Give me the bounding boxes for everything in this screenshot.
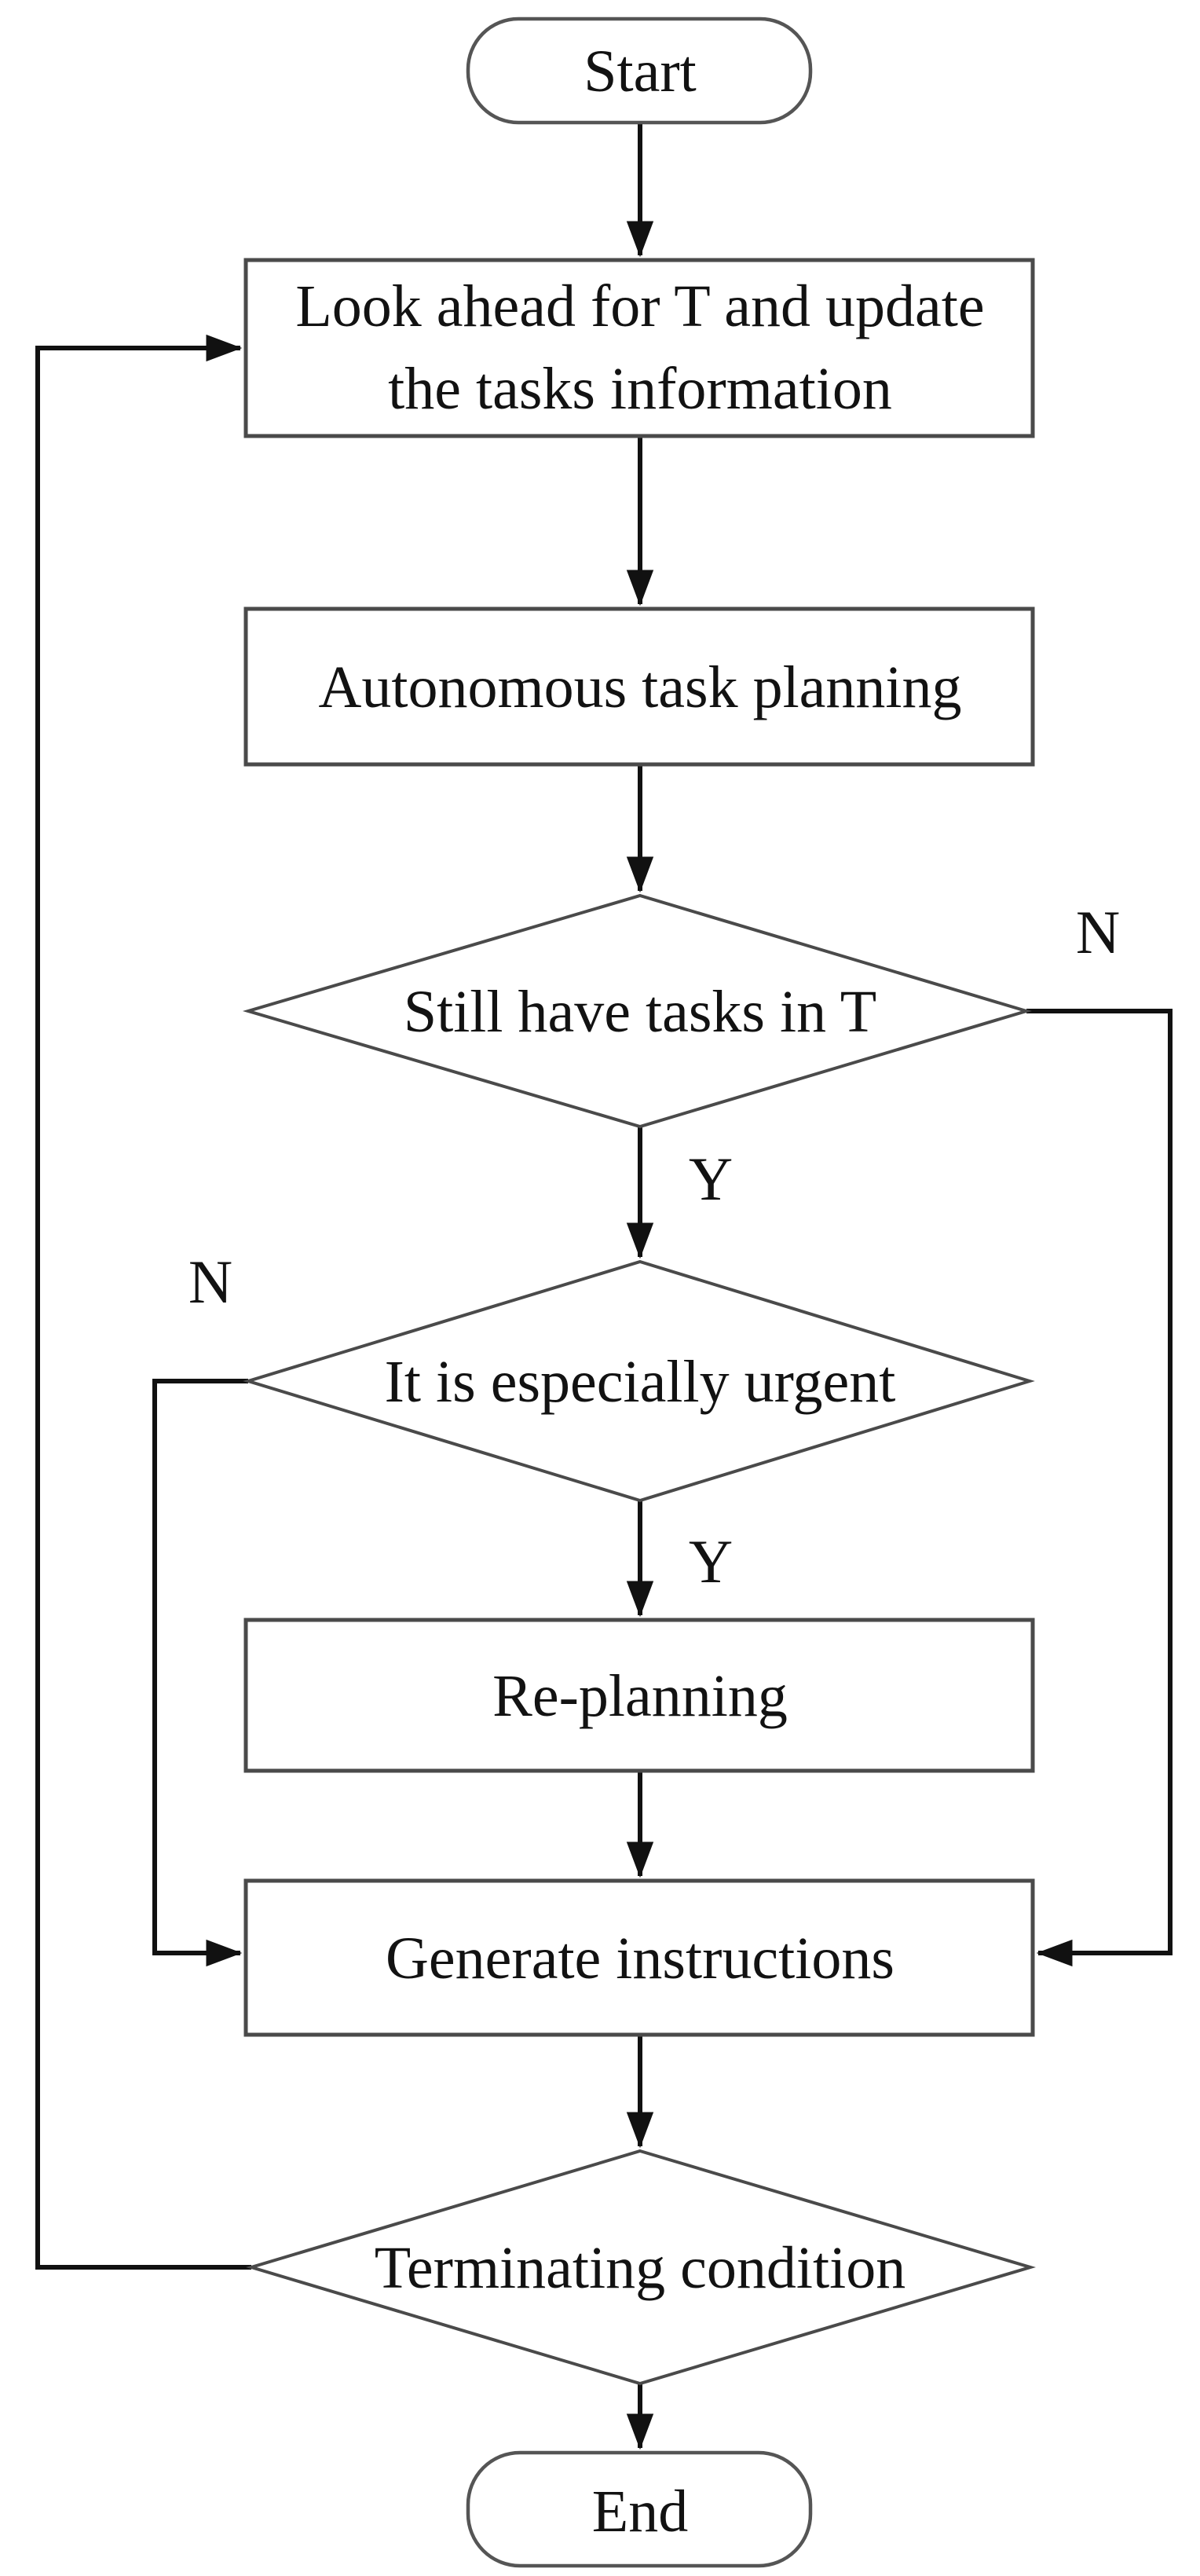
node-end: End <box>466 2450 813 2568</box>
node-re-planning-label: Re-planning <box>492 1663 788 1729</box>
end-terminator-shape <box>466 2450 813 2568</box>
node-start-label: Start <box>584 38 697 104</box>
node-autonomous-planning: Autonomous task planning <box>243 606 1035 767</box>
edge-especially-urgent-no-to-generate-instructions <box>152 1379 248 1967</box>
terminating-condition-decision-shape <box>246 2149 1037 2386</box>
node-look-ahead-label-line2: the tasks information <box>388 356 892 422</box>
generate-instructions-process-shape <box>243 1878 1035 2037</box>
node-end-label: End <box>592 2479 688 2545</box>
edge-label-still-have-tasks-yes: Y <box>689 1145 733 1213</box>
start-terminator-shape <box>466 16 813 125</box>
node-still-have-tasks: Still have tasks in T <box>242 893 1032 1129</box>
node-generate-instructions: Generate instructions <box>243 1878 1035 2037</box>
edge-labels: N Y N Y <box>188 898 1120 1596</box>
edge-still-have-tasks-no-to-generate-instructions <box>1026 1009 1173 1967</box>
especially-urgent-decision-shape <box>243 1259 1035 1503</box>
node-start: Start <box>466 16 813 125</box>
node-look-ahead: Look ahead for T and update the tasks in… <box>243 258 1035 438</box>
edge-label-still-have-tasks-no: N <box>1076 898 1120 966</box>
still-have-tasks-decision-shape <box>242 893 1032 1129</box>
edge-label-especially-urgent-no: N <box>188 1248 232 1316</box>
re-planning-process-shape <box>243 1618 1035 1773</box>
node-autonomous-planning-label: Autonomous task planning <box>318 654 961 720</box>
node-re-planning: Re-planning <box>243 1618 1035 1773</box>
node-terminating-condition-label: Terminating condition <box>375 2235 905 2301</box>
node-terminating-condition: Terminating condition <box>246 2149 1037 2386</box>
node-especially-urgent: It is especially urgent <box>243 1259 1035 1503</box>
edge-terminating-condition-loop-to-look-ahead <box>35 334 251 2270</box>
node-look-ahead-label-line1: Look ahead for T and update <box>295 273 984 339</box>
autonomous-planning-process-shape <box>243 606 1035 767</box>
edge-label-especially-urgent-yes: Y <box>689 1527 733 1596</box>
node-still-have-tasks-label: Still have tasks in T <box>404 979 876 1045</box>
node-generate-instructions-label: Generate instructions <box>386 1926 895 1992</box>
node-especially-urgent-label: It is especially urgent <box>385 1349 896 1415</box>
edges <box>35 123 1173 2450</box>
look-ahead-process-shape <box>243 258 1035 438</box>
